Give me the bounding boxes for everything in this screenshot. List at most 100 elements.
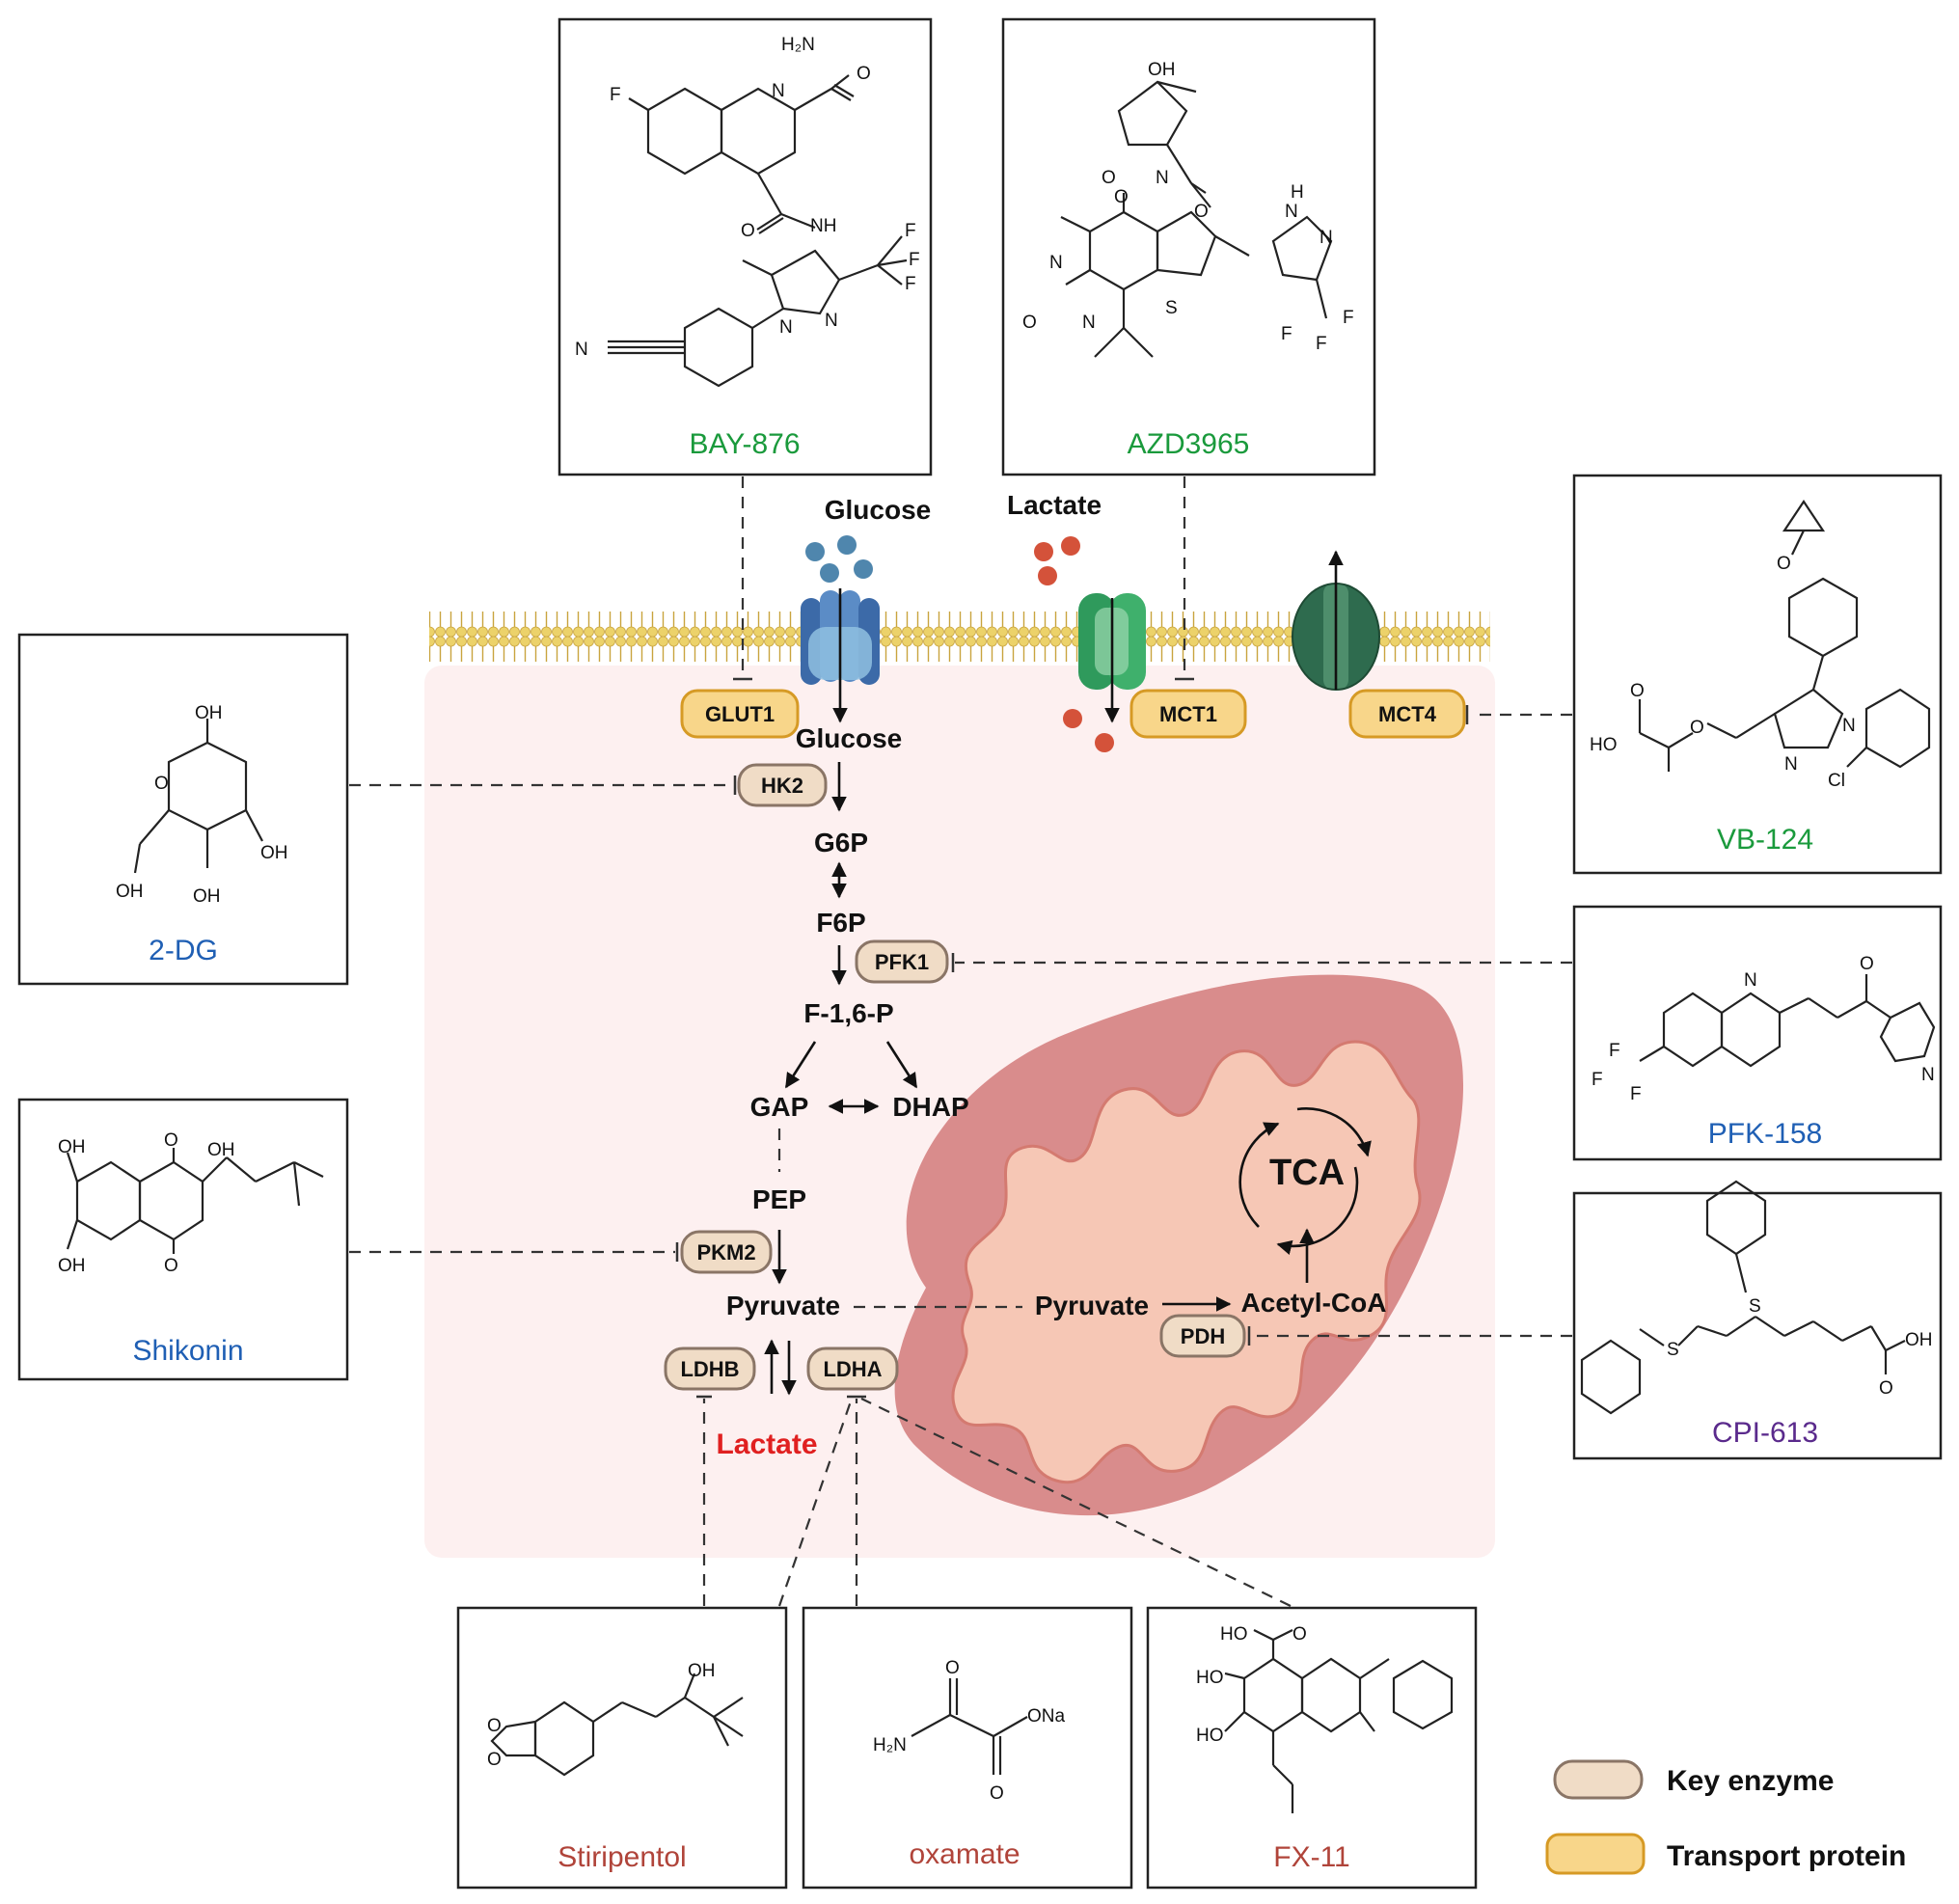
svg-text:F: F — [1281, 324, 1292, 344]
svg-text:F: F — [1592, 1070, 1603, 1090]
pyruvate-label: Pyruvate — [726, 1291, 840, 1320]
bay876-name: BAY-876 — [689, 428, 800, 460]
svg-text:HO: HO — [1220, 1624, 1248, 1645]
svg-text:O: O — [1114, 187, 1129, 207]
svg-text:N: N — [1842, 716, 1856, 736]
legend: Key enzyme Transport protein — [1545, 1759, 1906, 1875]
svg-text:O: O — [154, 774, 169, 794]
glucose-in-label: Glucose — [796, 723, 902, 753]
legend-transport-swatch — [1545, 1833, 1646, 1875]
svg-text:N: N — [1320, 228, 1333, 248]
oxamate-name: oxamate — [909, 1838, 1020, 1870]
vb124-structure — [1638, 500, 1931, 772]
pfk158-name: PFK-158 — [1708, 1118, 1822, 1150]
shikonin-name: Shikonin — [132, 1335, 243, 1367]
svg-text:O: O — [1102, 168, 1116, 188]
svg-text:O: O — [1690, 718, 1704, 738]
svg-text:LDHB: LDHB — [680, 1357, 739, 1381]
pep-label: PEP — [752, 1184, 806, 1214]
bay876-box: H₂N O N F O NH F F F N N N BAY-876 — [558, 17, 933, 476]
stiripentol-box: OH O O Stiripentol — [456, 1606, 788, 1890]
svg-text:F: F — [1343, 308, 1354, 328]
svg-text:O: O — [741, 221, 755, 241]
svg-text:OH: OH — [195, 703, 223, 723]
pyruvate-mito-label: Pyruvate — [1035, 1291, 1149, 1320]
svg-text:O: O — [1194, 202, 1209, 222]
svg-text:N: N — [1049, 253, 1063, 273]
tca-label: TCA — [1269, 1153, 1345, 1193]
azd3965-box: OH O N O O N O N S H N N F F F AZD3965 — [1001, 17, 1376, 476]
svg-text:O: O — [1292, 1624, 1307, 1645]
ldhb-enzyme: LDHB — [664, 1346, 756, 1391]
svg-text:PKM2: PKM2 — [696, 1240, 755, 1265]
dhap-label: DHAP — [892, 1092, 968, 1122]
legend-key-enzyme-label: Key enzyme — [1667, 1765, 1834, 1797]
svg-text:F: F — [905, 221, 916, 241]
svg-text:O: O — [1860, 954, 1874, 974]
pdh-enzyme: PDH — [1159, 1314, 1246, 1358]
svg-text:N: N — [1156, 168, 1169, 188]
svg-text:HO: HO — [1196, 1726, 1224, 1746]
svg-text:F: F — [1316, 334, 1327, 354]
svg-text:F: F — [1630, 1084, 1642, 1104]
svg-text:LDHA: LDHA — [823, 1357, 882, 1381]
svg-text:N: N — [825, 311, 838, 331]
legend-transport-label: Transport protein — [1667, 1840, 1906, 1872]
f6p-label: F6P — [816, 908, 865, 938]
svg-text:OH: OH — [58, 1137, 86, 1157]
shikonin-box: OH O OH OH O Shikonin — [17, 1098, 349, 1381]
svg-text:PFK1: PFK1 — [875, 950, 929, 974]
svg-text:O: O — [1879, 1378, 1893, 1399]
svg-text:O: O — [487, 1716, 502, 1736]
svg-text:OH: OH — [116, 882, 144, 902]
cpi613-structure — [1580, 1180, 1906, 1415]
cpi613-name: CPI-613 — [1712, 1417, 1818, 1449]
svg-text:S: S — [1667, 1340, 1679, 1360]
svg-text:N: N — [779, 317, 793, 338]
shikonin-structure — [66, 1148, 324, 1254]
vb124-box: O O HO O N N Cl VB-124 — [1572, 474, 1943, 875]
svg-text:N: N — [1744, 970, 1757, 991]
fx11-structure — [1224, 1629, 1454, 1813]
cpi613-box: S S OH O CPI-613 — [1572, 1180, 1943, 1460]
svg-text:S: S — [1749, 1296, 1761, 1317]
svg-text:O: O — [487, 1750, 502, 1770]
svg-text:O: O — [1630, 681, 1645, 701]
svg-text:O: O — [164, 1256, 178, 1276]
glucose-out-label: Glucose — [825, 495, 931, 525]
glut1-label: GLUT1 — [680, 689, 800, 739]
tca-cycle: TCA — [1238, 1107, 1372, 1255]
svg-text:F: F — [909, 250, 920, 270]
svg-text:HO: HO — [1196, 1668, 1224, 1688]
lactate-molecules-out — [1034, 536, 1080, 585]
svg-text:OH: OH — [260, 843, 288, 863]
acetyl-coa-label: Acetyl-CoA — [1241, 1288, 1387, 1318]
svg-text:N: N — [1921, 1065, 1935, 1085]
mct4-label: MCT4 — [1348, 689, 1466, 739]
svg-text:H₂N: H₂N — [873, 1735, 907, 1755]
svg-text:N: N — [772, 81, 785, 101]
svg-text:N: N — [1082, 313, 1096, 333]
svg-text:H₂N: H₂N — [781, 35, 815, 55]
svg-text:OH: OH — [207, 1140, 235, 1160]
oxamate-box: O H₂N ONa O oxamate — [802, 1606, 1133, 1890]
svg-text:N: N — [1784, 754, 1798, 775]
2dg-structure — [133, 719, 263, 874]
lactate-molecules-in — [1063, 709, 1114, 752]
azd3965-structure — [1060, 80, 1333, 358]
svg-text:N: N — [575, 340, 588, 360]
svg-text:O: O — [1777, 554, 1791, 574]
svg-text:O: O — [945, 1658, 960, 1678]
stiripentol-name: Stiripentol — [558, 1841, 686, 1873]
svg-text:ONa: ONa — [1027, 1706, 1066, 1727]
legend-key-enzyme-swatch — [1553, 1759, 1644, 1800]
ldha-enzyme: LDHA — [806, 1346, 899, 1391]
pfk158-box: N O N F F F PFK-158 — [1572, 905, 1943, 1161]
svg-text:S: S — [1165, 298, 1178, 318]
svg-text:OH: OH — [58, 1256, 86, 1276]
f16p-label: F-1,6-P — [803, 998, 893, 1028]
inhibition-lines — [349, 476, 1572, 1607]
svg-text:MCT1: MCT1 — [1159, 702, 1217, 726]
svg-text:GLUT1: GLUT1 — [705, 702, 775, 726]
